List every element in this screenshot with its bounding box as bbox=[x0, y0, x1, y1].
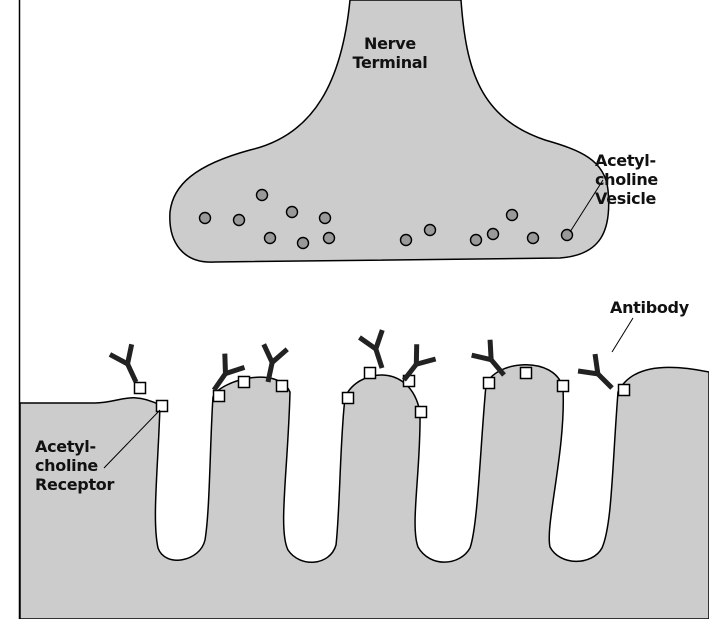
antibody-leader-line bbox=[612, 318, 633, 352]
vesicle-label-line-2: choline bbox=[595, 170, 658, 189]
vesicle-icon bbox=[298, 238, 309, 249]
vesicle-label-line-3: Vesicle bbox=[595, 189, 658, 208]
nerve-terminal-label-line-1: Nerve bbox=[350, 34, 430, 53]
muscle-membrane bbox=[20, 365, 709, 619]
receptor-label-line-2: choline bbox=[35, 456, 114, 475]
receptor-icon bbox=[157, 401, 168, 412]
receptor-icon bbox=[343, 393, 354, 404]
receptor-icon bbox=[558, 381, 569, 392]
nerve-terminal-label-line-2: Terminal bbox=[350, 53, 430, 72]
receptor-icon bbox=[619, 385, 630, 396]
antibody-label-text: Antibody bbox=[610, 298, 689, 317]
vesicle-icon bbox=[234, 215, 245, 226]
antibody-icon bbox=[578, 354, 620, 396]
vesicle-label-line-1: Acetyl- bbox=[595, 151, 658, 170]
vesicle-icon bbox=[265, 233, 276, 244]
vesicle-icon bbox=[507, 210, 518, 221]
vesicle-icon bbox=[257, 190, 268, 201]
receptor-icon bbox=[239, 377, 250, 388]
antibody-label: Antibody bbox=[610, 298, 689, 317]
receptor-icon bbox=[135, 383, 146, 394]
receptor-icon bbox=[416, 407, 427, 418]
vesicle-icon bbox=[471, 235, 482, 246]
receptor-icon bbox=[365, 368, 376, 379]
receptor-icon bbox=[521, 368, 532, 379]
vesicle-icon bbox=[324, 233, 335, 244]
vesicle-icon bbox=[401, 235, 412, 246]
vesicle-label: Acetyl- choline Vesicle bbox=[595, 151, 658, 208]
vesicle-icon bbox=[488, 229, 499, 240]
vesicle-icon bbox=[287, 207, 298, 218]
vesicle-icon bbox=[320, 213, 331, 224]
receptor-label-line-1: Acetyl- bbox=[35, 437, 114, 456]
receptor-icon bbox=[277, 381, 288, 392]
vesicle-icon bbox=[425, 225, 436, 236]
receptor-icon bbox=[214, 391, 225, 402]
vesicle-icon bbox=[200, 213, 211, 224]
receptor-label-line-3: Receptor bbox=[35, 475, 114, 494]
receptor-icon bbox=[484, 378, 495, 389]
antibody-icon bbox=[359, 330, 393, 372]
antibody-icon bbox=[110, 344, 147, 387]
receptor-label: Acetyl- choline Receptor bbox=[35, 437, 114, 494]
vesicle-icon bbox=[528, 233, 539, 244]
nerve-terminal-label: Nerve Terminal bbox=[350, 34, 430, 72]
